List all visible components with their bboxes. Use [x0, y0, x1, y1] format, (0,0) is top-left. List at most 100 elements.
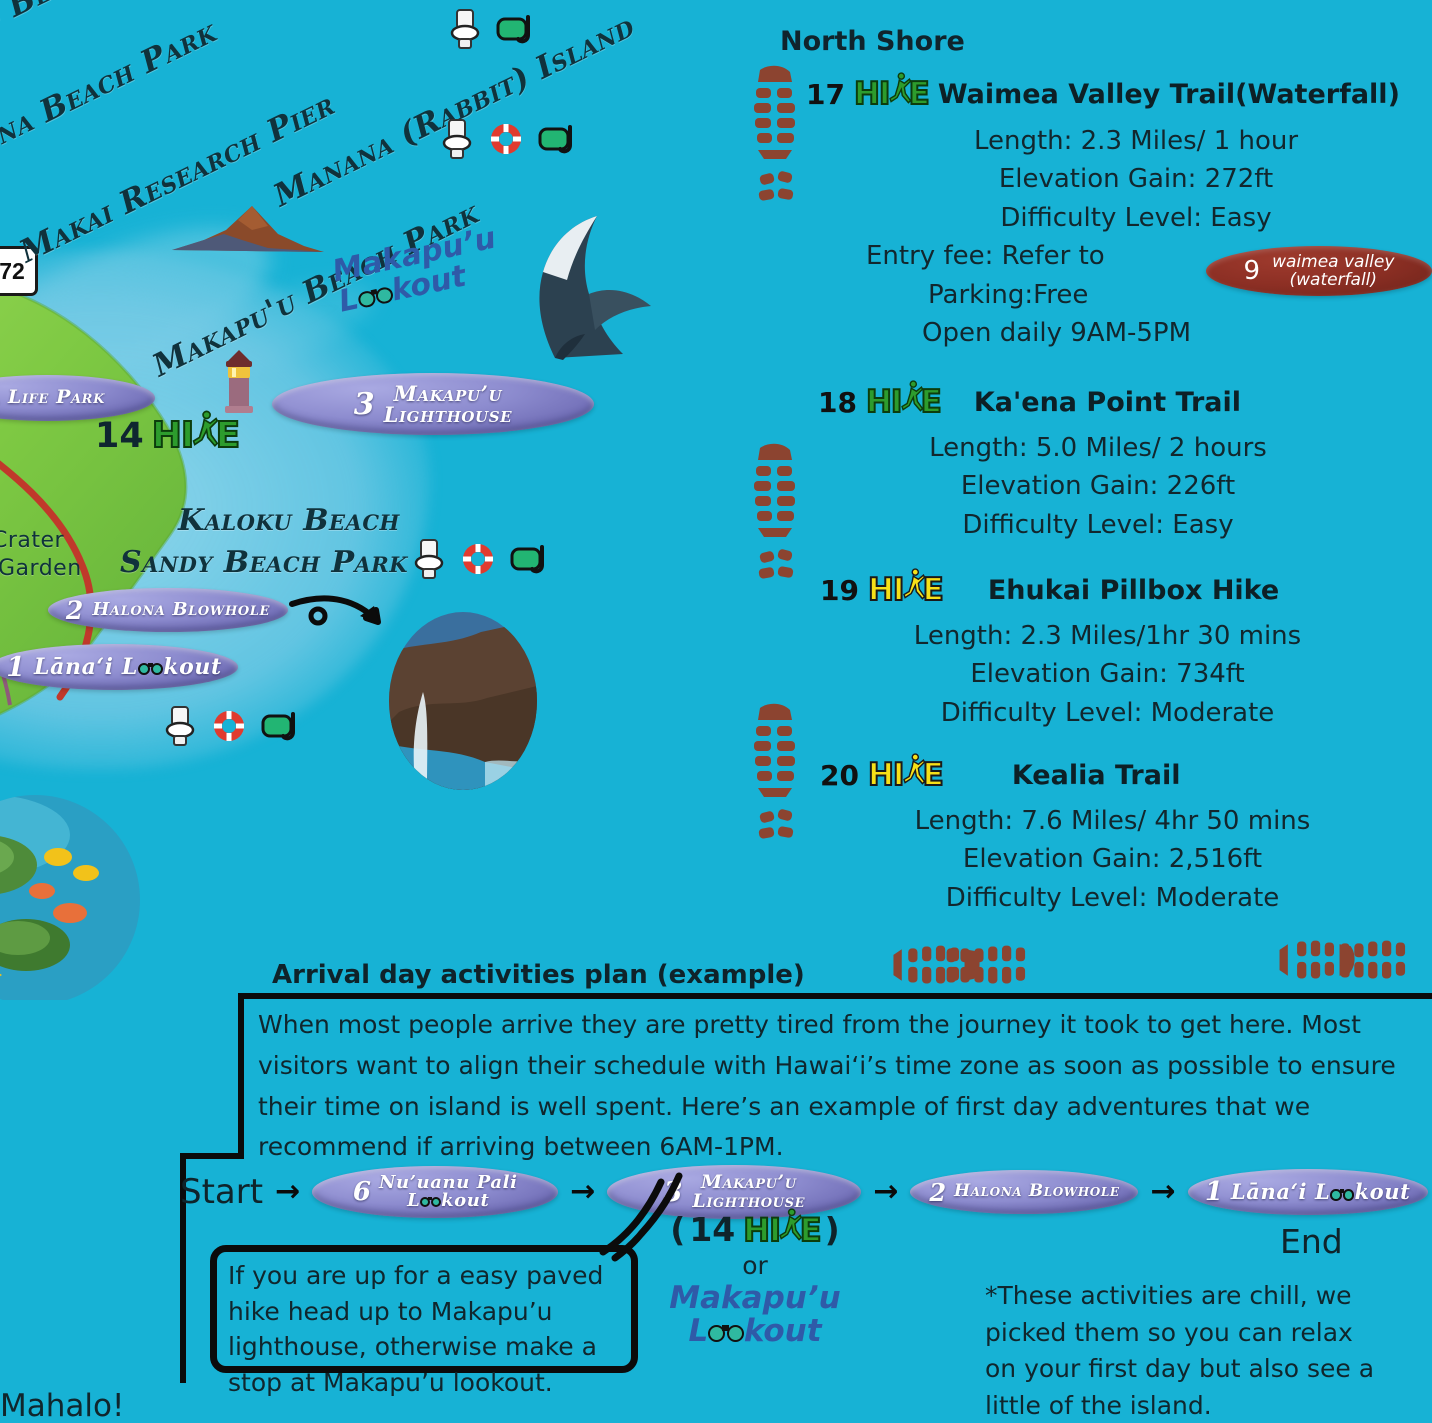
snorkel-icon: [538, 125, 572, 154]
route-shield-72: 72: [0, 246, 38, 296]
map-label: Kaloku Beach: [178, 503, 400, 538]
callout-text: If you are up for a easy paved hike head…: [228, 1261, 604, 1397]
hike-name: Kealia Trail: [1011, 759, 1181, 791]
pill-label: a Life Park: [0, 386, 105, 409]
humpback-whale-art: [539, 216, 651, 360]
pill-number: 3: [353, 386, 375, 422]
amenity-row: [440, 118, 582, 160]
binoculars-icon: [708, 1323, 744, 1343]
hike-name: Ehukai Pillbox Hike: [987, 574, 1280, 606]
map-label: o Beach: [0, 0, 108, 38]
alt-or-label: or: [742, 1251, 768, 1280]
bootprint-icon: [746, 700, 804, 850]
toilet-icon: [165, 706, 195, 746]
plan-bracket-horizontal: [180, 1153, 244, 1159]
amenity-row: [163, 705, 305, 747]
map-hike-number: 14: [95, 415, 144, 456]
lifering-icon: [463, 544, 493, 574]
map-label: Sandy Beach Park: [120, 545, 409, 580]
plan-box-border: [238, 993, 1432, 1153]
flow-step-halona-blowhole[interactable]: 2 Halona Blowhole: [910, 1170, 1139, 1214]
bootprint-icon: [918, 937, 1038, 993]
map-pill-halona-blowhole[interactable]: 2 Halona Blowhole: [48, 588, 288, 632]
amenity-row: [448, 8, 540, 50]
hike-detail-line: Length: 2.3 Miles/ 1 hour: [973, 126, 1299, 156]
hike-number: 20: [820, 758, 859, 792]
hike-detail-line: Elevation Gain: 272ft: [998, 164, 1274, 195]
hanauma-reef-photo: [0, 795, 140, 1000]
pill-number: 1: [6, 651, 26, 683]
hike-detail-line: Length: 5.0 Miles/ 2 hours: [929, 433, 1267, 463]
lighthouse-icon: [225, 350, 253, 413]
step-number: 2: [929, 1177, 947, 1207]
flow-start-label: Start: [180, 1172, 264, 1212]
hike-detail-line: Difficulty Level: Easy: [962, 509, 1234, 540]
binoculars-icon: [1330, 1188, 1355, 1201]
bootprint-icon: [1298, 932, 1418, 988]
pill-number: 2: [65, 595, 84, 625]
step-number: 1: [1204, 1177, 1223, 1207]
bootprint-icon: [863, 937, 983, 993]
hike-detail-line: Length: 2.3 Miles/1hr 30 mins: [913, 621, 1302, 651]
reference-badge-waimea-valley[interactable]: 9 waimea valley (waterfall): [1206, 246, 1432, 296]
arrival-plan-section: Arrival day activities plan (example) Wh…: [180, 960, 1432, 1423]
hike-detail-line: Elevation Gain: 734ft: [970, 659, 1245, 690]
toilet-icon: [442, 119, 472, 159]
hike-detail-line: Difficulty Level: Easy: [1000, 202, 1272, 233]
flow-arrow-icon: →: [1150, 1174, 1176, 1209]
ref-badge-label: waimea valley (waterfall): [1272, 253, 1394, 289]
step-label: Halona Blowhole: [954, 1181, 1120, 1202]
map-label: ona Beach Park: [0, 13, 223, 161]
hike-detail-line: Difficulty Level: Moderate: [940, 697, 1275, 728]
plan-note: *These activities are chill, we picked t…: [985, 1281, 1375, 1420]
blowhole-pointer-arrow: [289, 595, 381, 626]
toilet-icon: [450, 9, 480, 49]
flow-arrow-icon: →: [275, 1174, 301, 1209]
map-label: Garden: [0, 556, 82, 581]
binoculars-icon: [357, 284, 395, 310]
flow-end-label: End: [1280, 1222, 1343, 1261]
hike-detail-line: Elevation Gain: 226ft: [960, 471, 1236, 502]
hike-detail-line: Open daily 9AM-5PM: [922, 318, 1192, 349]
hike-detail-line: Entry fee: Refer to: [866, 241, 1105, 272]
snorkel-icon: [510, 545, 544, 574]
bootprint-icon: [746, 440, 804, 590]
step-number: 6: [352, 1177, 371, 1207]
plan-heading: Arrival day activities plan (example): [272, 960, 805, 990]
manana-island-art: [172, 206, 324, 252]
mahalo-text: Mahalo!: [0, 1388, 125, 1423]
map-label: Crater: [0, 528, 65, 553]
hike-detail-line: Length: 7.6 Miles/ 4hr 50 mins: [914, 806, 1311, 836]
alt-open-paren: (: [670, 1210, 686, 1249]
bootprint-icon: [746, 62, 804, 212]
amenity-row: [412, 538, 554, 580]
toilet-icon: [414, 539, 444, 579]
lifering-icon: [214, 711, 244, 741]
